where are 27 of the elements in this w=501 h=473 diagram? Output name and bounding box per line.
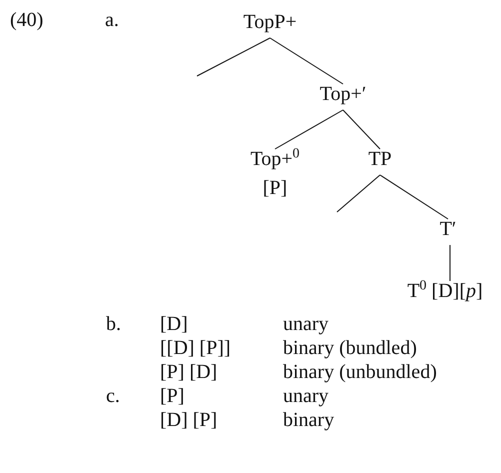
tree-branch: [196, 38, 270, 76]
example-text: unary: [283, 312, 329, 336]
example-text: [D] [P]: [160, 408, 218, 432]
example-text: a.: [105, 8, 119, 32]
tree-branch: [380, 174, 448, 220]
tree-node-label: T$^{0}$ [D][p]: [407, 277, 483, 304]
tree-node-label: TP: [368, 147, 392, 172]
tree-branch: [274, 110, 344, 150]
example-number: (40): [10, 8, 44, 32]
tree-branch: [270, 38, 344, 84]
example-text: [P]: [160, 384, 184, 408]
example-text: c.: [106, 384, 120, 408]
example-text: b.: [106, 312, 121, 336]
tree-node-label: Top+$^{0}$: [250, 145, 300, 172]
tree-node-label: [P]: [262, 176, 288, 201]
example-text: [D]: [160, 312, 188, 336]
tree-branch: [342, 110, 380, 150]
example-text: [P] [D]: [160, 360, 218, 384]
tree-node-label: TopP+: [243, 10, 297, 35]
tree-node-label: T′: [440, 217, 456, 242]
tree-node-label: Top+′: [320, 82, 366, 107]
example-text: binary (unbundled): [283, 360, 437, 384]
example-text: unary: [283, 384, 329, 408]
example-text: binary (bundled): [283, 336, 417, 360]
example-text: binary: [283, 408, 334, 432]
example-text: [[D] [P]]: [160, 336, 231, 360]
tree-branch: [336, 174, 380, 212]
